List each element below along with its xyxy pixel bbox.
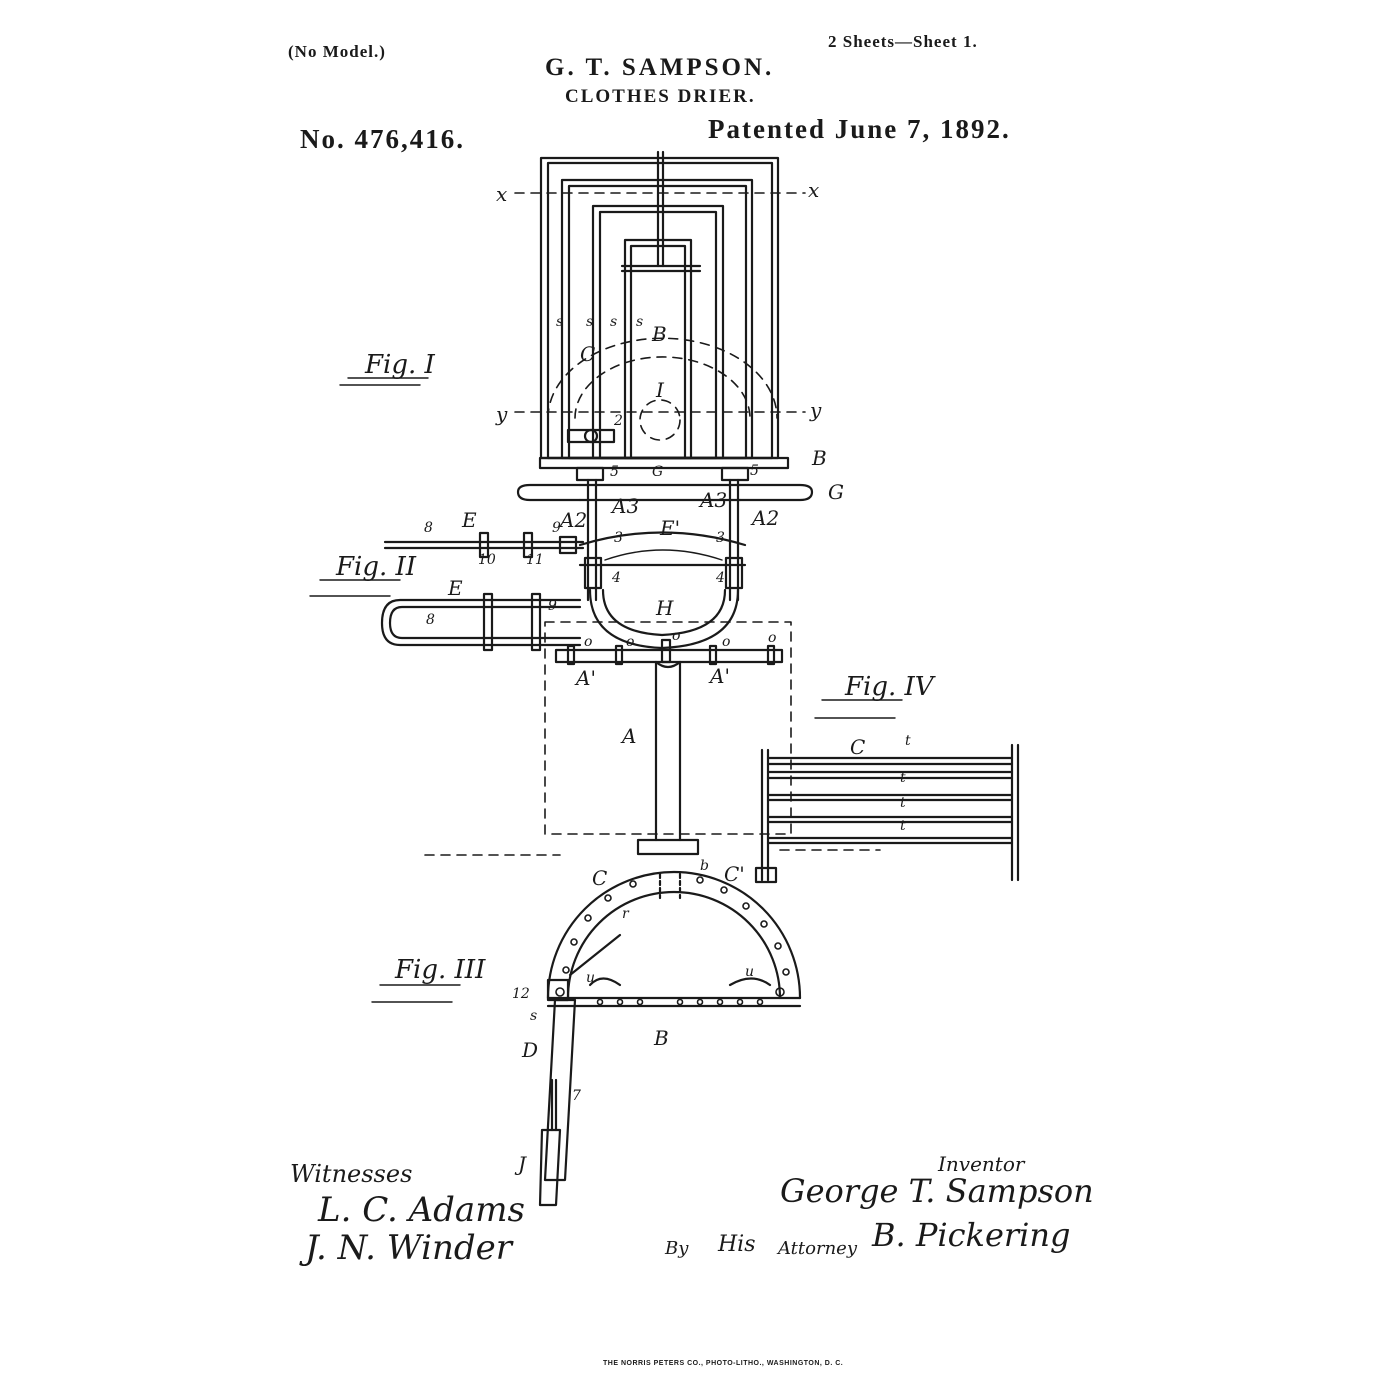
label-t3: t — [900, 795, 906, 811]
side-rack-fig4 — [754, 743, 1020, 884]
label-b-bottom: B — [654, 1026, 669, 1050]
label-a2-right: A2 — [752, 506, 780, 530]
sheet-count: 2 Sheets—Sheet 1. — [828, 32, 978, 51]
label-9-upper: 9 — [552, 520, 561, 536]
label-t1: t — [905, 733, 911, 749]
label-s3: s — [610, 314, 618, 330]
label-g-center: G — [652, 464, 664, 480]
attorney-label: Attorney — [778, 1238, 858, 1259]
label-a3-right: A3 — [700, 488, 728, 512]
label-t4: t — [900, 818, 906, 834]
label-y-right: y — [810, 398, 822, 422]
label-c-fig3: C — [592, 866, 608, 890]
patent-date: Patented June 7, 1892. — [708, 114, 1011, 144]
semicircle-fig3 — [546, 870, 802, 1008]
figure-2-caption: Fig. II — [336, 552, 417, 582]
label-r: r — [622, 906, 629, 922]
label-s1: s — [556, 314, 564, 330]
label-4-right: 4 — [716, 570, 725, 586]
label-c-fig4: C — [850, 735, 866, 759]
label-a2-left: A2 — [560, 508, 588, 532]
label-c-prime: C' — [724, 862, 745, 886]
label-5-left: 5 — [610, 464, 619, 480]
label-u-right: u — [745, 964, 755, 980]
witnesses-label: Witnesses — [290, 1160, 413, 1188]
label-c-top: C — [580, 342, 596, 366]
label-i: I — [656, 378, 664, 402]
label-a1-left: A' — [576, 666, 596, 690]
label-j: J — [518, 1152, 527, 1176]
label-b-right: B — [812, 446, 827, 470]
label-8-upper: 8 — [424, 520, 433, 536]
section-lines — [424, 192, 881, 856]
label-8-lower: 8 — [426, 612, 435, 628]
label-9-lower: 9 — [548, 598, 557, 614]
label-3-left: 3 — [614, 530, 623, 546]
base-plate — [538, 456, 790, 470]
label-e-upper: E — [462, 508, 477, 532]
bar-g-right — [738, 483, 814, 502]
label-s-left: s — [530, 1008, 538, 1024]
label-b-top: B — [652, 322, 667, 346]
label-u-left: u — [586, 970, 596, 986]
witness-1-signature: L. C. Adams — [318, 1190, 525, 1230]
label-4-left: 4 — [612, 570, 621, 586]
label-5-right: 5 — [750, 463, 759, 479]
his-label: His — [718, 1232, 756, 1257]
label-o5: o — [768, 630, 777, 646]
label-7: 7 — [572, 1088, 581, 1104]
invention-title: CLOTHES DRIER. — [565, 86, 756, 107]
label-11: 11 — [526, 552, 544, 568]
knob-block — [566, 428, 616, 444]
printer-imprint: THE NORRIS PETERS CO., PHOTO-LITHO., WAS… — [603, 1360, 844, 1367]
label-t2: t — [900, 770, 906, 786]
label-e-lower: E — [448, 576, 463, 600]
label-10: 10 — [478, 552, 496, 568]
label-d: D — [522, 1038, 539, 1062]
label-o4: o — [722, 634, 731, 650]
label-s2: s — [586, 314, 594, 330]
by-label: By — [665, 1238, 689, 1259]
label-y-left: y — [496, 402, 508, 426]
label-12: 12 — [512, 986, 530, 1002]
inventor-heading: G. T. SAMPSON. — [545, 54, 775, 81]
label-x-right: x — [808, 178, 820, 202]
label-o1: o — [584, 634, 593, 650]
figure-1-caption: Fig. I — [365, 350, 435, 380]
inventor-label: Inventor — [938, 1152, 1025, 1176]
label-e1: E' — [660, 516, 681, 540]
label-a3-left: A3 — [612, 494, 640, 518]
label-2: 2 — [614, 413, 623, 429]
bar-g-left — [516, 483, 582, 502]
label-a1-right: A' — [710, 664, 730, 688]
label-o3: o — [672, 628, 681, 644]
patent-number: No. 476,416. — [300, 124, 465, 154]
label-s4: s — [636, 314, 644, 330]
label-3-right: 3 — [716, 530, 725, 546]
figure-3-caption: Fig. III — [395, 955, 486, 985]
label-g: G — [828, 480, 844, 504]
figure-4-caption: Fig. IV — [845, 672, 934, 702]
label-o2: o — [626, 634, 635, 650]
witness-2-signature: J. N. Winder — [305, 1228, 513, 1268]
attorney-signature: B. Pickering — [872, 1216, 1071, 1254]
label-h: H — [656, 596, 674, 620]
no-model-note: (No Model.) — [288, 42, 386, 61]
label-x-left: x — [496, 182, 508, 206]
label-a: A — [622, 724, 637, 748]
label-b-small: b — [700, 858, 709, 874]
inventor-signature: George T. Sampson — [780, 1172, 1094, 1210]
